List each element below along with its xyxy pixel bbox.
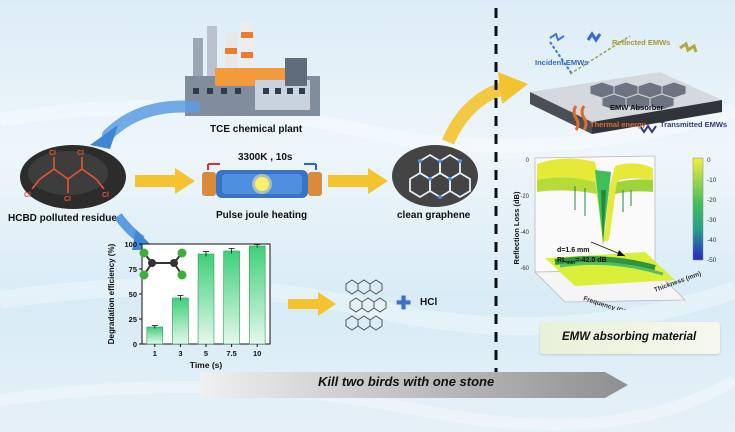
arrow-heating-to-graphene [328, 168, 388, 194]
annotation-thickness: d=1.6 mm [557, 247, 590, 254]
pulse-heating-label: Pulse joule heating [216, 210, 308, 221]
plus-icon: ✚ [396, 293, 412, 313]
y-tick-label: 25 [129, 315, 137, 324]
thermal-energy-label: Thermal energy [590, 120, 646, 129]
emw-absorber-label: EMW Absorber [610, 103, 664, 112]
colorbar-tick: -30 [707, 217, 717, 224]
x-tick-label: 1 [153, 349, 157, 358]
surface-ylabel: Reflection Loss (dB) [512, 191, 521, 264]
annotation-rlmin: RLmin=-42.0 dB [557, 257, 607, 266]
emw-material-banner [540, 322, 720, 354]
y-tick-label: 50 [129, 290, 137, 299]
bar [248, 245, 266, 345]
colorbar-tick: -20 [707, 197, 717, 204]
reflected-emw-label: Reflected EMWs [612, 38, 671, 47]
z-tick-label: -20 [520, 194, 529, 200]
colorbar-tick: 0 [707, 157, 711, 164]
arrow-plant-to-residue [90, 100, 200, 149]
svg-text:Cl: Cl [64, 196, 71, 203]
arrow-graphene-to-absorber [442, 72, 528, 145]
x-tick-label: 10 [253, 349, 261, 358]
svg-text:Cl: Cl [49, 150, 56, 157]
heating-conditions-label: 3300K , 10s [238, 152, 293, 163]
svg-text:Cl: Cl [102, 192, 109, 199]
incident-emw-label: Incident EMWs [535, 58, 589, 67]
z-tick-label: 0 [526, 158, 530, 164]
colorbar-tick: -40 [707, 237, 717, 244]
graphene-sheets-icon [345, 279, 387, 331]
pulse-heating-tube-icon [202, 163, 322, 198]
section-divider [494, 8, 498, 390]
y-tick-label: 0 [133, 340, 137, 349]
colorbar [692, 157, 704, 261]
emw-material-label: EMW absorbing material [562, 331, 697, 343]
reflection-loss-surface-plot: 0 -20 -40 -60 Reflection Loss (dB) Frequ… [512, 155, 717, 310]
chemical-plant-icon [185, 22, 320, 116]
slogan-label: Kill two birds with one stone [318, 374, 495, 389]
x-tick-label: 7.5 [226, 349, 236, 358]
slogan-arrow [200, 372, 628, 398]
hcbd-residue-label: HCBD polluted residue [8, 213, 117, 224]
y-tick-label: 75 [129, 265, 137, 274]
svg-text:Cl: Cl [24, 192, 31, 199]
emw-absorber-icon [530, 31, 722, 134]
svg-text:Cl: Cl [77, 150, 84, 157]
arrow-residue-to-heating [135, 168, 195, 194]
colorbar-tick: -50 [707, 257, 717, 264]
molecule-icon [139, 248, 187, 280]
z-tick-label: -60 [520, 266, 529, 272]
z-tick-label: -40 [520, 230, 529, 236]
x-tick-label: 3 [178, 349, 182, 358]
bar [197, 253, 215, 345]
x-axis-label: Time (s) [190, 360, 223, 370]
tce-plant-label: TCE chemical plant [210, 124, 303, 135]
y-tick-label: 100 [124, 240, 137, 249]
arrow-chart-to-products [288, 292, 336, 316]
bar [223, 250, 240, 345]
transmitted-emw-label: Transmitted EMWs [660, 120, 728, 129]
colorbar-tick: -10 [707, 177, 717, 184]
bar [172, 297, 189, 345]
clean-graphene-icon [392, 145, 478, 207]
hcl-label: HCl [420, 297, 438, 308]
bar [146, 326, 164, 345]
y-axis-label: Degradation efficiency (%) [107, 243, 116, 344]
x-tick-label: 5 [204, 349, 208, 358]
clean-graphene-label: clean graphene [397, 210, 471, 221]
